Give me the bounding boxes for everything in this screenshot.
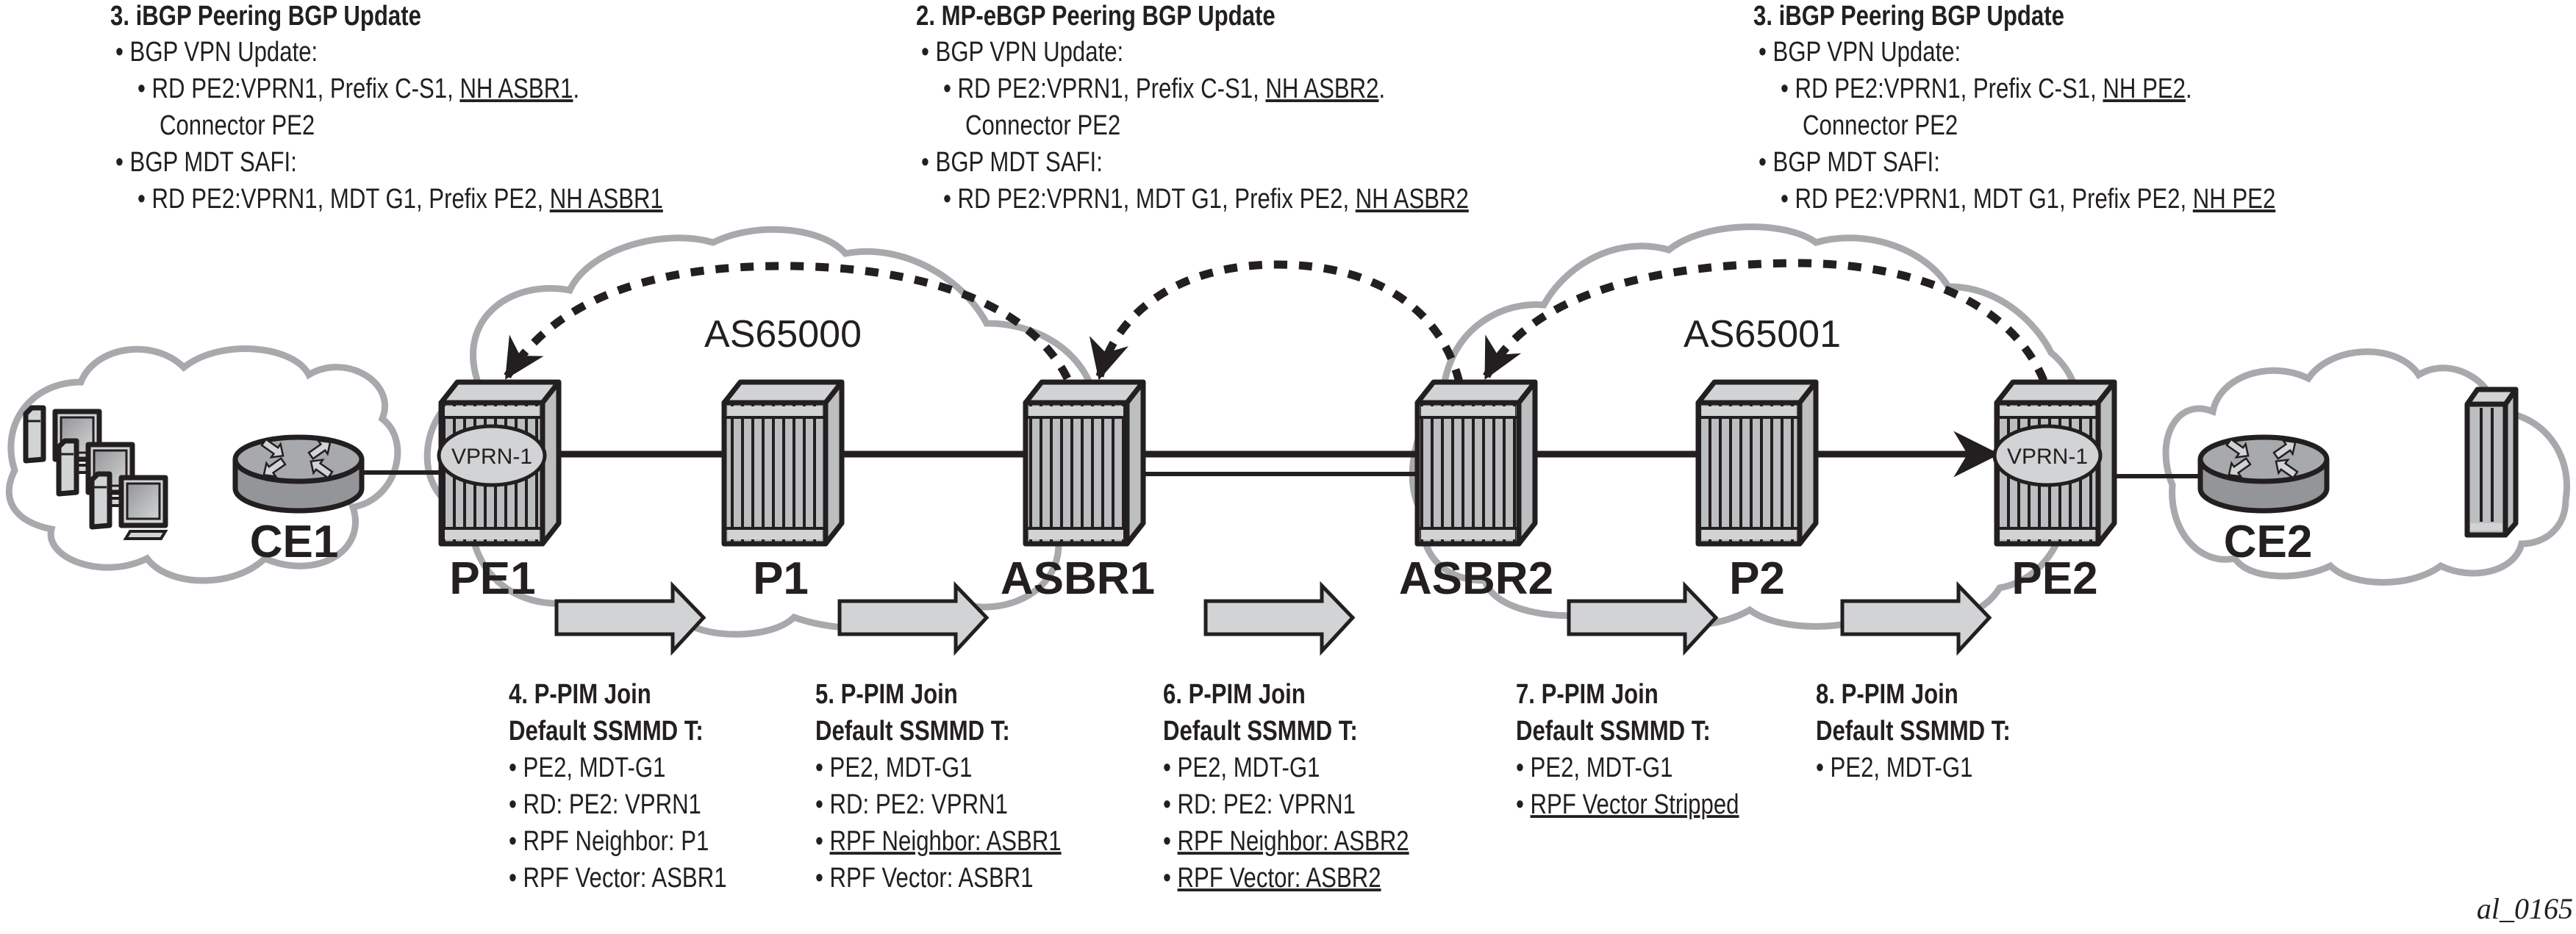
cloud-customer-site-1	[5, 345, 401, 584]
bgp-update-note-1: 3. iBGP Peering BGP Update • BGP VPN Upda…	[110, 1, 663, 215]
note-line: Connector PE2	[160, 110, 315, 141]
note-line: • PE2, MDT-G1	[1516, 752, 1672, 783]
note-line: • BGP MDT SAFI:	[1759, 147, 1940, 178]
note-line: • RD PE2:VPRN1, MDT G1, Prefix PE2, NH A…	[943, 184, 1469, 215]
figure-id: al_0165	[2477, 892, 2573, 925]
vprn-instance-badge	[437, 424, 547, 487]
note-title: Default SSMMD T:	[509, 716, 704, 747]
customer-hosts-icon	[23, 405, 168, 540]
note-line: • RD: PE2: VPRN1	[509, 789, 701, 820]
note-line: Connector PE2	[1803, 110, 1958, 141]
note-line: • RPF Neighbor: ASBR2	[1163, 826, 1409, 857]
note-line: • RPF Vector: ASBR2	[1163, 863, 1381, 894]
next-hop-highlight: NH PE2	[2193, 184, 2276, 215]
bgp-update-note-2: 2. MP-eBGP Peering BGP Update • BGP VPN U…	[916, 1, 1469, 215]
router-p2-icon	[1695, 379, 1819, 547]
router-pe2-icon: VPRN-1	[1992, 379, 2117, 547]
router-pe1-icon: VPRN-1	[437, 379, 562, 547]
node-label-asbr1: ASBR1	[1001, 553, 1155, 604]
note-title: Default SSMMD T:	[1816, 716, 2011, 747]
note-line: • RPF Vector: ASBR1	[815, 863, 1034, 894]
node-label-asbr2: ASBR2	[1399, 553, 1553, 604]
note-title: 3. iBGP Peering BGP Update	[110, 1, 421, 32]
note-line: • BGP VPN Update:	[921, 37, 1123, 68]
router-asbr1-icon	[1023, 379, 1146, 547]
note-line: Connector PE2	[965, 110, 1120, 141]
note-title: Default SSMMD T:	[1163, 716, 1358, 747]
note-line: • RPF Vector: ASBR1	[509, 863, 727, 894]
note-line: • PE2, MDT-G1	[1163, 752, 1320, 783]
note-line: • RD PE2:VPRN1, MDT G1, Prefix PE2, NH P…	[1781, 184, 2275, 215]
pim-join-direction-arrow-5	[837, 581, 990, 656]
router-ce1-icon	[232, 434, 365, 514]
node-label-p1: P1	[753, 553, 809, 604]
note-line: • PE2, MDT-G1	[815, 752, 972, 783]
note-title: 2. MP-eBGP Peering BGP Update	[916, 1, 1276, 32]
note-line: • RD PE2:VPRN1, Prefix C-S1, NH ASBR2.	[943, 73, 1385, 104]
note-title: Default SSMMD T:	[1516, 716, 1711, 747]
bgp-update-note-3: 3. iBGP Peering BGP Update • BGP VPN Upda…	[1753, 1, 2275, 215]
note-line: • PE2, MDT-G1	[1816, 752, 1972, 783]
pim-join-direction-arrow-4	[554, 581, 706, 656]
next-hop-highlight: NH PE2	[2103, 73, 2186, 104]
note-title: 5. P-PIM Join	[815, 679, 958, 710]
note-line: • PE2, MDT-G1	[509, 752, 665, 783]
note-line: • RD: PE2: VPRN1	[815, 789, 1008, 820]
as-label-as65000: AS65000	[704, 313, 862, 356]
pim-join-direction-arrow-6	[1203, 581, 1356, 656]
vprn-instance-badge	[1992, 424, 2103, 487]
note-line: • RD: PE2: VPRN1	[1163, 789, 1356, 820]
server-icon	[2464, 387, 2519, 538]
node-label-pe1: PE1	[449, 553, 535, 604]
bgp-update-arc-pe2-to-asbr2	[1483, 259, 2048, 383]
note-line: • RPF Vector Stripped	[1516, 789, 1739, 820]
router-ce2-icon	[2197, 434, 2330, 514]
bgp-update-arc-asbr2-to-asbr1	[1089, 260, 1464, 384]
note-line: • RPF Neighbor: ASBR1	[815, 826, 1062, 857]
next-hop-highlight: NH ASBR2	[1356, 184, 1469, 215]
vprn-label: VPRN-1	[2007, 445, 2088, 469]
note-title: 8. P-PIM Join	[1816, 679, 1958, 710]
pc-icon	[89, 471, 168, 540]
note-title: Default SSMMD T:	[815, 716, 1010, 747]
node-label-ce2: CE2	[2224, 517, 2313, 567]
node-label-ce1: CE1	[250, 517, 339, 567]
note-line: • BGP VPN Update:	[115, 37, 318, 68]
as-label-as65001: AS65001	[1684, 313, 1841, 356]
node-label-p2: P2	[1729, 553, 1785, 604]
next-hop-highlight: NH ASBR1	[459, 73, 573, 104]
bgp-update-arc-asbr1-to-pe1	[504, 262, 1071, 381]
note-line: • RD PE2:VPRN1, Prefix C-S1, NH ASBR1.	[137, 73, 579, 104]
pim-join-direction-arrow-8	[1840, 581, 1992, 656]
cloud-customer-site-2	[2162, 348, 2570, 586]
router-p1-icon	[721, 379, 845, 547]
pim-join-direction-arrow-7	[1567, 581, 1719, 656]
note-title: 3. iBGP Peering BGP Update	[1753, 1, 2064, 32]
note-title: 7. P-PIM Join	[1516, 679, 1659, 710]
note-line: • RPF Neighbor: P1	[509, 826, 709, 857]
note-line: • BGP VPN Update:	[1759, 37, 1961, 68]
note-title: 6. P-PIM Join	[1163, 679, 1306, 710]
next-hop-highlight: NH ASBR2	[1265, 73, 1378, 104]
vprn-label: VPRN-1	[451, 445, 532, 469]
note-line: • RD PE2:VPRN1, Prefix C-S1, NH PE2.	[1781, 73, 2192, 104]
node-label-pe2: PE2	[2011, 553, 2097, 604]
note-line: • BGP MDT SAFI:	[921, 147, 1103, 178]
note-title: 4. P-PIM Join	[509, 679, 651, 710]
router-asbr2-icon	[1414, 379, 1538, 547]
next-hop-highlight: NH ASBR1	[550, 184, 663, 215]
note-line: • RD PE2:VPRN1, MDT G1, Prefix PE2, NH A…	[137, 184, 663, 215]
note-line: • BGP MDT SAFI:	[115, 147, 297, 178]
